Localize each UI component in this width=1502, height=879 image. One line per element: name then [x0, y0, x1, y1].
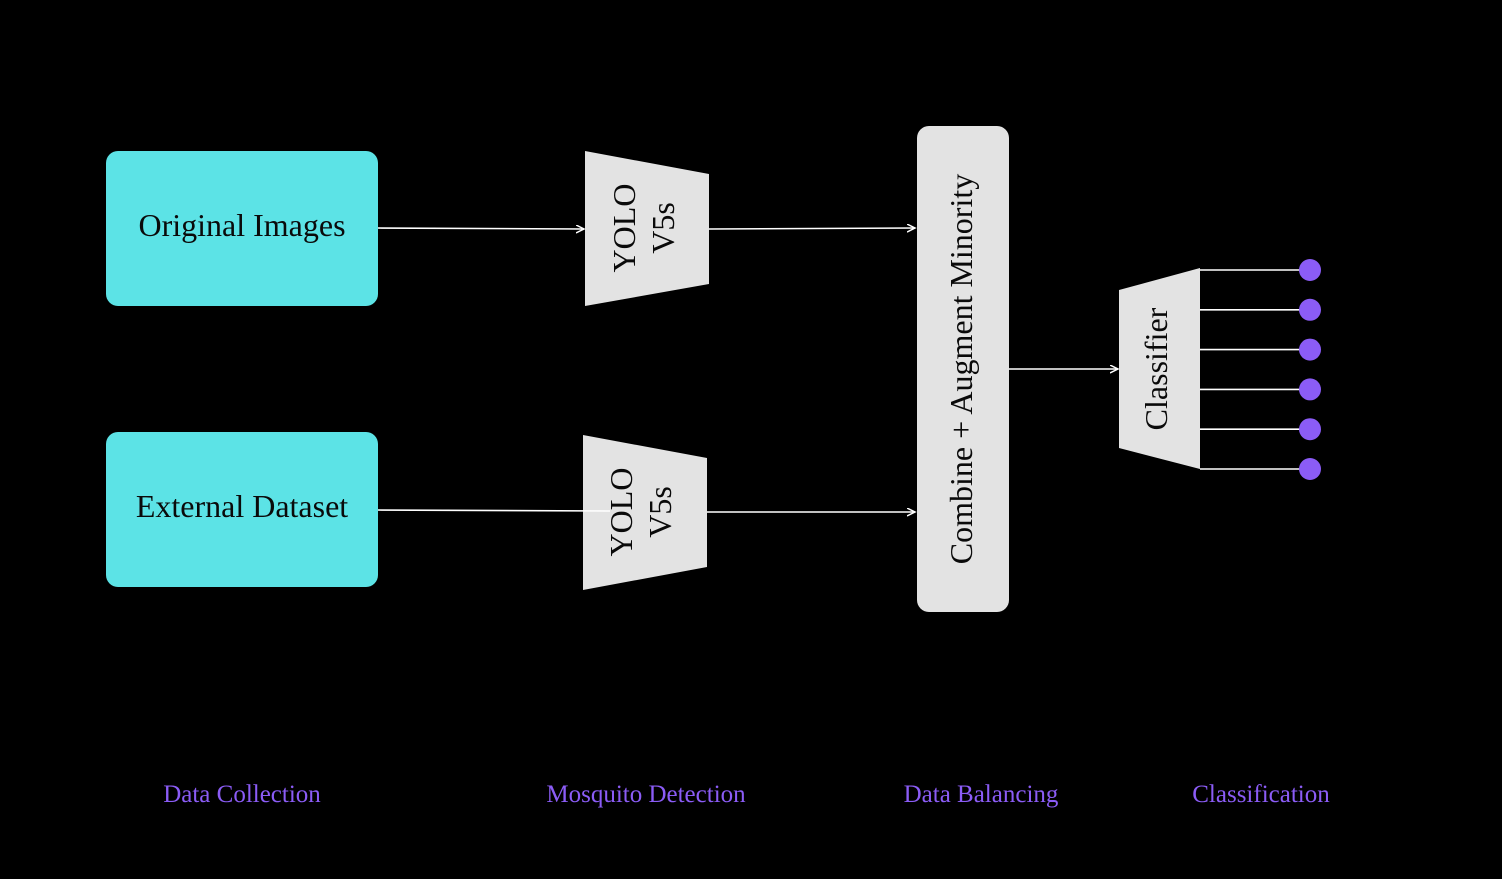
classifier-block: Classifier	[1119, 268, 1200, 469]
arrow-original-to-yolo	[377, 228, 584, 229]
yolo-top-line2: V5s	[645, 202, 681, 254]
original-images-box: Original Images	[106, 151, 378, 306]
stage-label-data-collection: Data Collection	[163, 781, 321, 808]
stage-label-classification: Classification	[1192, 781, 1330, 808]
classifier-output-node	[1299, 259, 1321, 281]
line-external-to-yolo	[377, 509, 611, 512]
external-dataset-box: External Dataset	[106, 432, 378, 587]
balancing-label: Combine + Augment Minority	[943, 174, 979, 564]
classifier-output-node	[1299, 298, 1321, 321]
classifier-output-node	[1299, 418, 1321, 441]
classifier-output-node	[1299, 338, 1321, 361]
stage-label-mosquito-detection: Mosquito Detection	[546, 781, 746, 808]
yolo-detector-bottom: YOLO V5s	[583, 435, 707, 590]
external-dataset-label: External Dataset	[136, 488, 348, 524]
yolo-top-line1: YOLO	[606, 184, 642, 273]
arrow-yolo-top-to-balancing	[708, 228, 915, 229]
stage-label-data-balancing: Data Balancing	[904, 781, 1059, 808]
classifier-outputs	[1200, 259, 1321, 480]
yolo-detector-top: YOLO V5s	[585, 151, 709, 306]
classifier-output-node	[1299, 458, 1321, 480]
original-images-label: Original Images	[138, 207, 345, 243]
balancing-block: Combine + Augment Minority	[917, 126, 1009, 612]
yolo-bottom-line1: YOLO	[603, 468, 639, 557]
classifier-output-node	[1299, 378, 1321, 401]
classifier-label: Classifier	[1138, 307, 1174, 430]
yolo-bottom-line2: V5s	[642, 486, 678, 538]
